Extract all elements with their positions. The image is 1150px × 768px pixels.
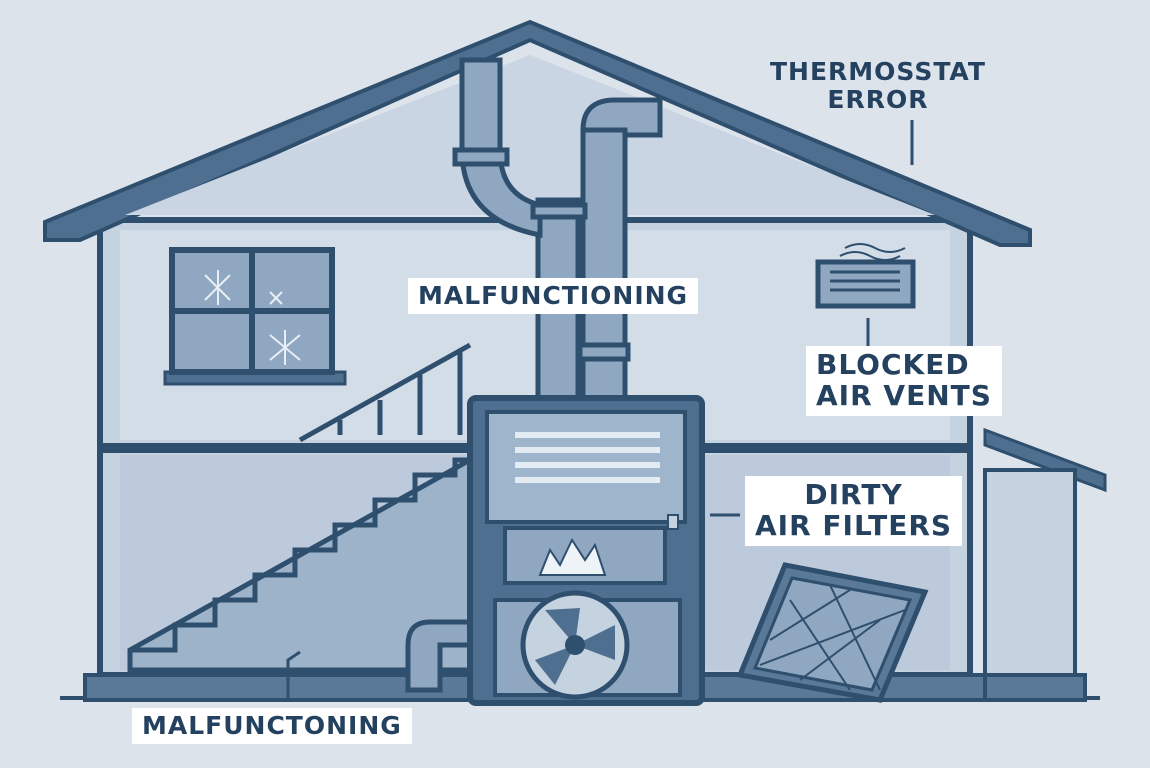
staircase-icon (127, 342, 473, 673)
thermostat-error-label: THERMOSSTAT ERROR (770, 58, 986, 113)
blocked-air-vents-label: BLOCKED AIR VENTS (806, 346, 1002, 416)
dirty-label-line-2: AIR FILTERS (755, 508, 953, 542)
air-filter-icon (736, 562, 929, 703)
window-with-frost-icon (163, 247, 347, 386)
blocked-label-line-1: BLOCKED (816, 348, 970, 381)
blower-fan-icon (520, 590, 630, 700)
blocked-label-line-2: AIR VENTS (816, 378, 992, 412)
wall-vent-icon (815, 243, 916, 309)
furnace-icon (467, 395, 705, 706)
leader-lines (286, 120, 914, 700)
malfunctioning-bottom-label: MALFUNCTONING (132, 708, 412, 744)
thermostat-label-line-2: ERROR (827, 84, 929, 114)
malfunctioning-top-label: MALFUNCTIONING (408, 278, 699, 314)
thermostat-label-line-1: THERMOSSTAT (770, 57, 986, 86)
burner-flame-icon (538, 537, 607, 576)
dirty-air-filters-label: DIRTY AIR FILTERS (745, 476, 963, 546)
dirty-label-line-1: DIRTY (804, 478, 903, 511)
